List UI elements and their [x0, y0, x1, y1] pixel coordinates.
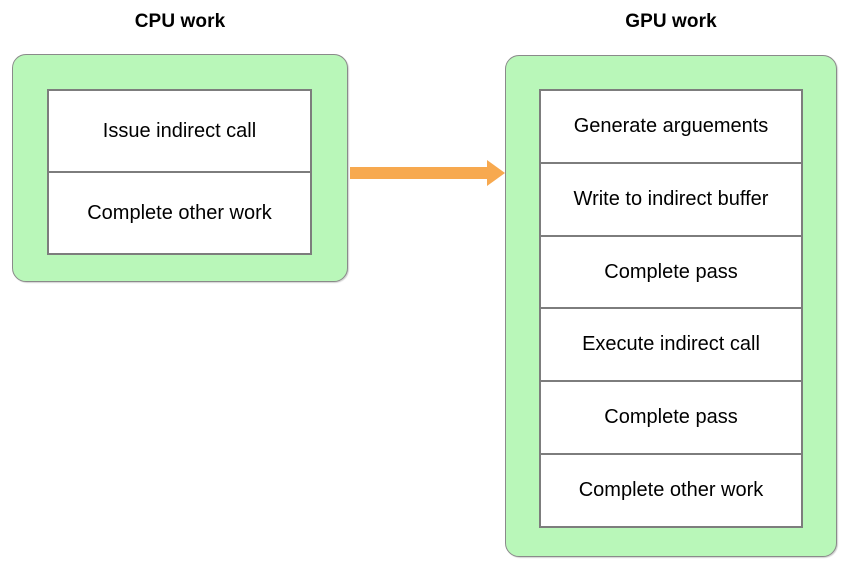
cpu-to-gpu-arrow-icon [350, 160, 505, 186]
cpu-work-title: CPU work [134, 11, 226, 32]
cpu-step-complete-other-work: Complete other work [49, 173, 310, 253]
gpu-step-complete-pass-1: Complete pass [541, 236, 801, 310]
cpu-work-group: Issue indirect call Complete other work [12, 54, 348, 282]
gpu-step-write-to-indirect-buffer: Write to indirect buffer [541, 163, 801, 237]
gpu-step-complete-pass-2: Complete pass [541, 382, 801, 456]
gpu-step-complete-other-work: Complete other work [541, 455, 801, 526]
gpu-step-generate-arguments: Generate arguements [541, 91, 801, 164]
gpu-work-group: Generate arguements Write to indirect bu… [505, 55, 837, 557]
gpu-work-title: GPU work [625, 11, 717, 32]
gpu-step-stack: Generate arguements Write to indirect bu… [539, 89, 803, 528]
cpu-step-stack: Issue indirect call Complete other work [47, 89, 312, 255]
cpu-step-issue-indirect-call: Issue indirect call [49, 91, 310, 173]
gpu-step-execute-indirect-call: Execute indirect call [541, 309, 801, 383]
